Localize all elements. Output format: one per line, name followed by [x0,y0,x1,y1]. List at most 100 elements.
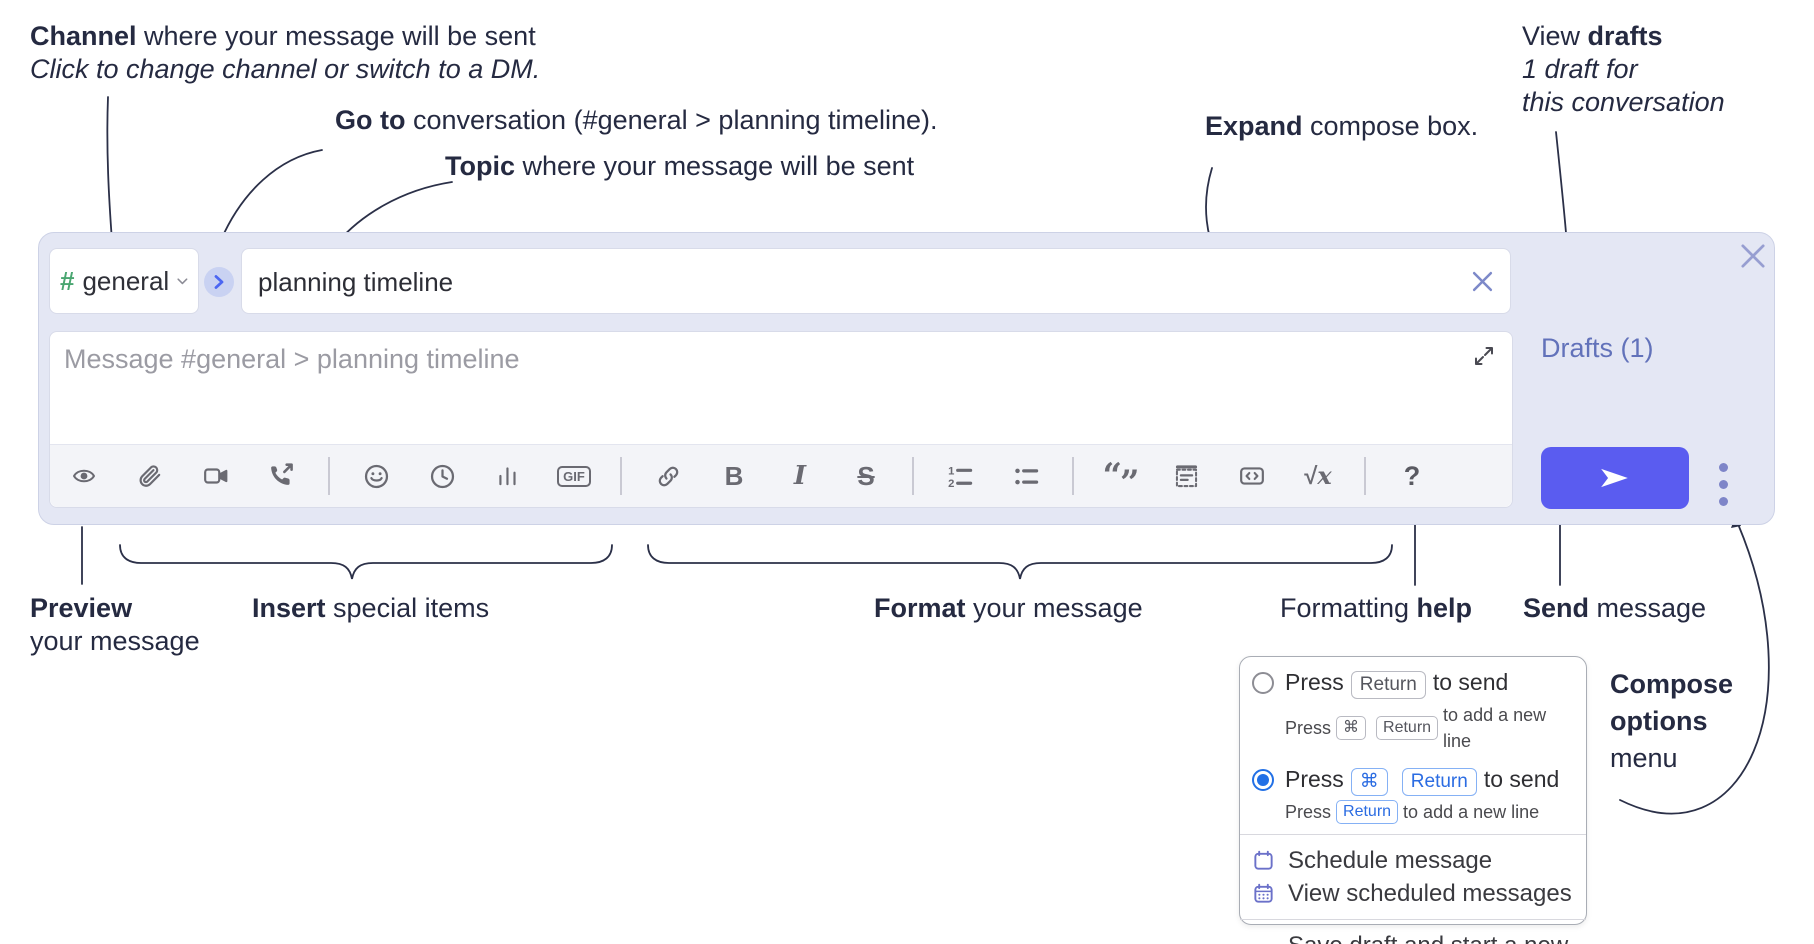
spoiler-icon [1173,463,1200,490]
view-scheduled-messages-item[interactable]: View scheduled messages [1252,877,1574,910]
radio-selected-icon[interactable] [1252,769,1274,791]
insert-brace [119,544,613,580]
message-box: GIF B I S 12 “” √x? [49,331,1513,508]
radio-unselected-icon[interactable] [1252,672,1274,694]
bulleted-list-icon [1013,463,1040,490]
toolbar-divider [1072,457,1074,495]
quote-button[interactable]: “” [1100,456,1140,503]
svg-text:1: 1 [948,465,954,477]
math-button[interactable]: √x [1298,456,1338,496]
annotation-channel: Channel where your message will be sent … [30,21,541,84]
link-icon [655,463,682,490]
poll-button[interactable] [488,456,528,496]
toolbar-divider [912,457,914,495]
send-icon [1601,468,1628,488]
annotation-preview: Preview your message [30,593,200,656]
emoji-icon [363,463,390,490]
annotation-help: Formatting help [1280,593,1473,623]
bulleted-list-button[interactable] [1006,456,1046,496]
annotation-goto: Go to conversation (#general > planning … [335,105,938,135]
help-button[interactable]: ? [1392,456,1432,496]
spoiler-button[interactable] [1166,456,1206,496]
return-key: Return [1401,768,1477,796]
annotation-drafts: View drafts 1 draft for this conversatio… [1522,21,1725,117]
menu-separator [1240,834,1586,835]
preview-eye-icon [68,464,100,488]
annotation-topic: Topic where your message will be sent [445,151,915,181]
annotation-insert: Insert special items [252,593,490,623]
toolbar-divider [328,457,330,495]
return-key: Return [1336,800,1399,824]
close-compose-icon[interactable] [1739,242,1767,270]
save-draft-item[interactable]: Save draft and start a new message [1252,929,1574,944]
goto-arrow-line [220,149,323,241]
code-button[interactable] [1232,456,1272,496]
return-key: Return [1376,716,1439,740]
svg-text:2: 2 [948,478,954,490]
video-call-icon [201,463,231,489]
toolbar-divider [620,457,622,495]
dot-icon [1719,463,1728,472]
calendar-icon [1252,849,1275,872]
voice-call-icon [268,462,296,490]
gif-icon: GIF [557,465,591,487]
channel-selector[interactable]: # general [49,248,199,314]
drafts-link[interactable]: Drafts (1) [1541,333,1654,363]
channel-name: general [82,265,170,296]
dot-icon [1719,497,1728,506]
toolbar-divider [1364,457,1366,495]
annotation-compose-options: Compose options menu [1610,669,1734,773]
cmd-key: ⌘ [1336,716,1367,740]
link-button[interactable] [648,456,688,496]
time-icon [429,463,456,490]
compose-box: # general Drafts (1) [38,232,1775,525]
video-call-button[interactable] [196,456,236,496]
strikethrough-button[interactable]: S [846,456,886,496]
channel-arrow-line [106,96,113,242]
preview-eye-button[interactable] [64,456,104,496]
poll-icon [495,463,521,489]
chevron-right-icon [214,275,224,289]
attach-file-button[interactable] [130,456,170,496]
message-input[interactable] [50,332,1498,462]
topic-input[interactable] [256,249,1460,315]
chevron-down-icon [177,277,188,284]
channel-hash-icon: # [60,265,75,296]
schedule-message-item[interactable]: Schedule message [1252,844,1574,877]
italic-button[interactable]: I [780,456,820,496]
time-button[interactable] [422,456,462,496]
annotation-expand: Expand compose box. [1205,111,1479,141]
math-icon: √x [1304,460,1332,490]
cmd-key: ⌘ [1350,768,1388,796]
code-icon [1237,463,1267,489]
clear-topic-icon[interactable] [1471,270,1494,293]
menu-separator [1240,919,1586,920]
format-brace [647,544,1393,580]
expand-compose-icon[interactable] [1472,344,1496,368]
annotation-send: Send message [1523,593,1707,623]
topic-field [241,248,1511,315]
strikethrough-icon: S [857,461,875,491]
send-button[interactable] [1541,447,1689,509]
dot-icon [1719,480,1728,489]
voice-call-button[interactable] [262,456,302,496]
help-icon: ? [1403,460,1421,491]
italic-icon: I [793,461,807,491]
emoji-button[interactable] [356,456,396,496]
compose-options-menu-button[interactable] [1715,459,1732,510]
go-to-conversation-button[interactable] [204,267,234,297]
bold-button[interactable]: B [714,456,754,496]
bold-icon: B [724,461,744,491]
calendar-grid-icon [1252,882,1275,905]
gif-button[interactable]: GIF [554,456,594,496]
quote-icon: “” [1102,456,1139,503]
